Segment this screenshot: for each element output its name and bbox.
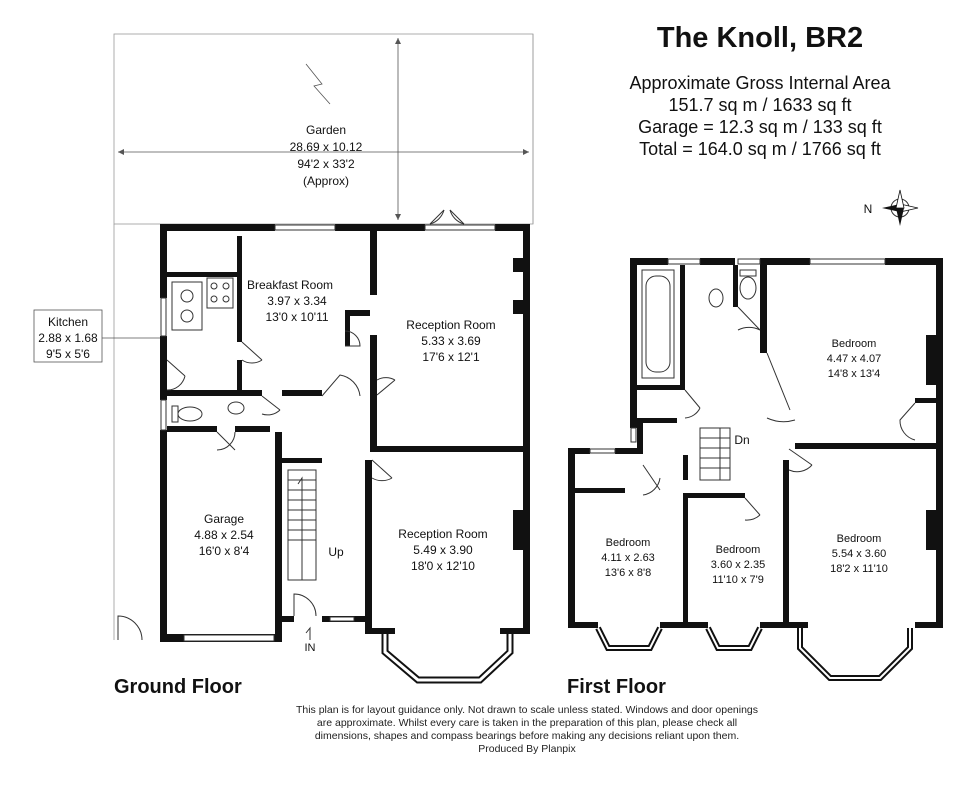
disclaimer-line: dimensions, shapes and compass bearings …: [314, 730, 740, 742]
garden-metric: 28.69 x 10.12: [290, 140, 363, 154]
kitchen-label-box: [33, 309, 103, 363]
bedroom-rear-imperial: 14'8 x 13'4: [828, 368, 881, 380]
garage-name: Garage: [204, 512, 244, 526]
first-stairs-down-label: Dn: [734, 433, 749, 447]
bedroom-front-mid-imperial: 11'10 x 7'9: [712, 574, 764, 586]
rear-reception-name: Reception Room: [406, 318, 495, 332]
breakfast-room-name: Breakfast Room: [247, 278, 333, 292]
first-floor-stairs: [699, 427, 731, 481]
bedroom-front-large-metric: 5.54 x 3.60: [832, 548, 886, 560]
ground-floor-stairs: [287, 469, 317, 581]
area-summary: Approximate Gross Internal Area 151.7 sq…: [560, 72, 960, 160]
first-floor-label: First Floor: [567, 676, 666, 698]
breakfast-room-imperial: 13'0 x 10'11: [265, 310, 328, 324]
kitchen-imperial: 9'5 x 5'6: [46, 347, 90, 361]
disclaimer: This plan is for layout guidance only. N…: [262, 704, 792, 756]
area-total: Total = 164.0 sq m / 1766 sq ft: [639, 139, 881, 159]
kitchen-name: Kitchen: [48, 315, 88, 329]
first-floor-door-swings: [642, 306, 916, 521]
first-floor-bay-windows: [595, 626, 913, 681]
garage-imperial: 16'0 x 8'4: [199, 544, 250, 558]
french-doors: [429, 209, 465, 225]
ground-floor-bay-window: [381, 634, 514, 684]
bedroom-front-large-imperial: 18'2 x 11'10: [830, 563, 888, 575]
ground-floor-windows: [160, 224, 496, 642]
garden-imperial: 94'2 x 33'2: [297, 157, 355, 171]
plan-title: The Knoll, BR2: [656, 22, 864, 54]
producer-credit: Produced By Planpix: [478, 743, 576, 755]
compass-rose-icon: [882, 189, 919, 226]
ground-floor-wc-fixtures: [171, 401, 245, 423]
area-main: 151.7 sq m / 1633 sq ft: [668, 95, 852, 115]
disclaimer-line: are approximate. Whilst every care is ta…: [316, 717, 738, 729]
ground-floor-label: Ground Floor: [114, 676, 242, 698]
bedroom-front-mid-metric: 3.60 x 2.35: [711, 559, 765, 571]
garden-name: Garden: [306, 123, 346, 137]
bedroom-side-metric: 4.11 x 2.63: [601, 552, 655, 564]
kitchen-metric: 2.88 x 1.68: [38, 331, 98, 345]
ground-floor-door-swings: [117, 330, 396, 641]
breakfast-room-metric: 3.97 x 3.34: [267, 294, 327, 308]
area-garage: Garage = 12.3 sq m / 133 sq ft: [638, 117, 882, 137]
bedroom-front-large-name: Bedroom: [837, 533, 882, 545]
front-reception-imperial: 18'0 x 12'10: [411, 559, 475, 573]
front-reception-metric: 5.49 x 3.90: [413, 543, 473, 557]
first-floor-windows: [589, 258, 886, 454]
ground-floor-walls: [160, 224, 530, 642]
bedroom-side-name: Bedroom: [606, 537, 651, 549]
bedroom-rear-name: Bedroom: [832, 338, 877, 350]
entrance-label: IN: [305, 642, 316, 654]
garage-metric: 4.88 x 2.54: [194, 528, 254, 542]
first-floor-walls: [568, 258, 943, 628]
ground-stairs-up-label: Up: [328, 545, 344, 559]
compass-north-label: N: [864, 202, 873, 216]
garden-outline: [113, 33, 534, 640]
entrance-arrow-icon: [305, 626, 311, 640]
kitchen-fixtures: [171, 277, 234, 331]
area-heading: Approximate Gross Internal Area: [629, 73, 891, 93]
front-reception-name: Reception Room: [398, 527, 487, 541]
bathroom-fixtures: [641, 269, 757, 379]
bedroom-rear-metric: 4.47 x 4.07: [827, 353, 881, 365]
rear-reception-imperial: 17'6 x 12'1: [422, 350, 480, 364]
disclaimer-line: This plan is for layout guidance only. N…: [295, 704, 759, 716]
bedroom-side-imperial: 13'6 x 8'8: [605, 567, 651, 579]
garden-note: (Approx): [303, 174, 349, 188]
bedroom-front-mid-name: Bedroom: [716, 544, 761, 556]
rear-reception-metric: 5.33 x 3.69: [421, 334, 481, 348]
